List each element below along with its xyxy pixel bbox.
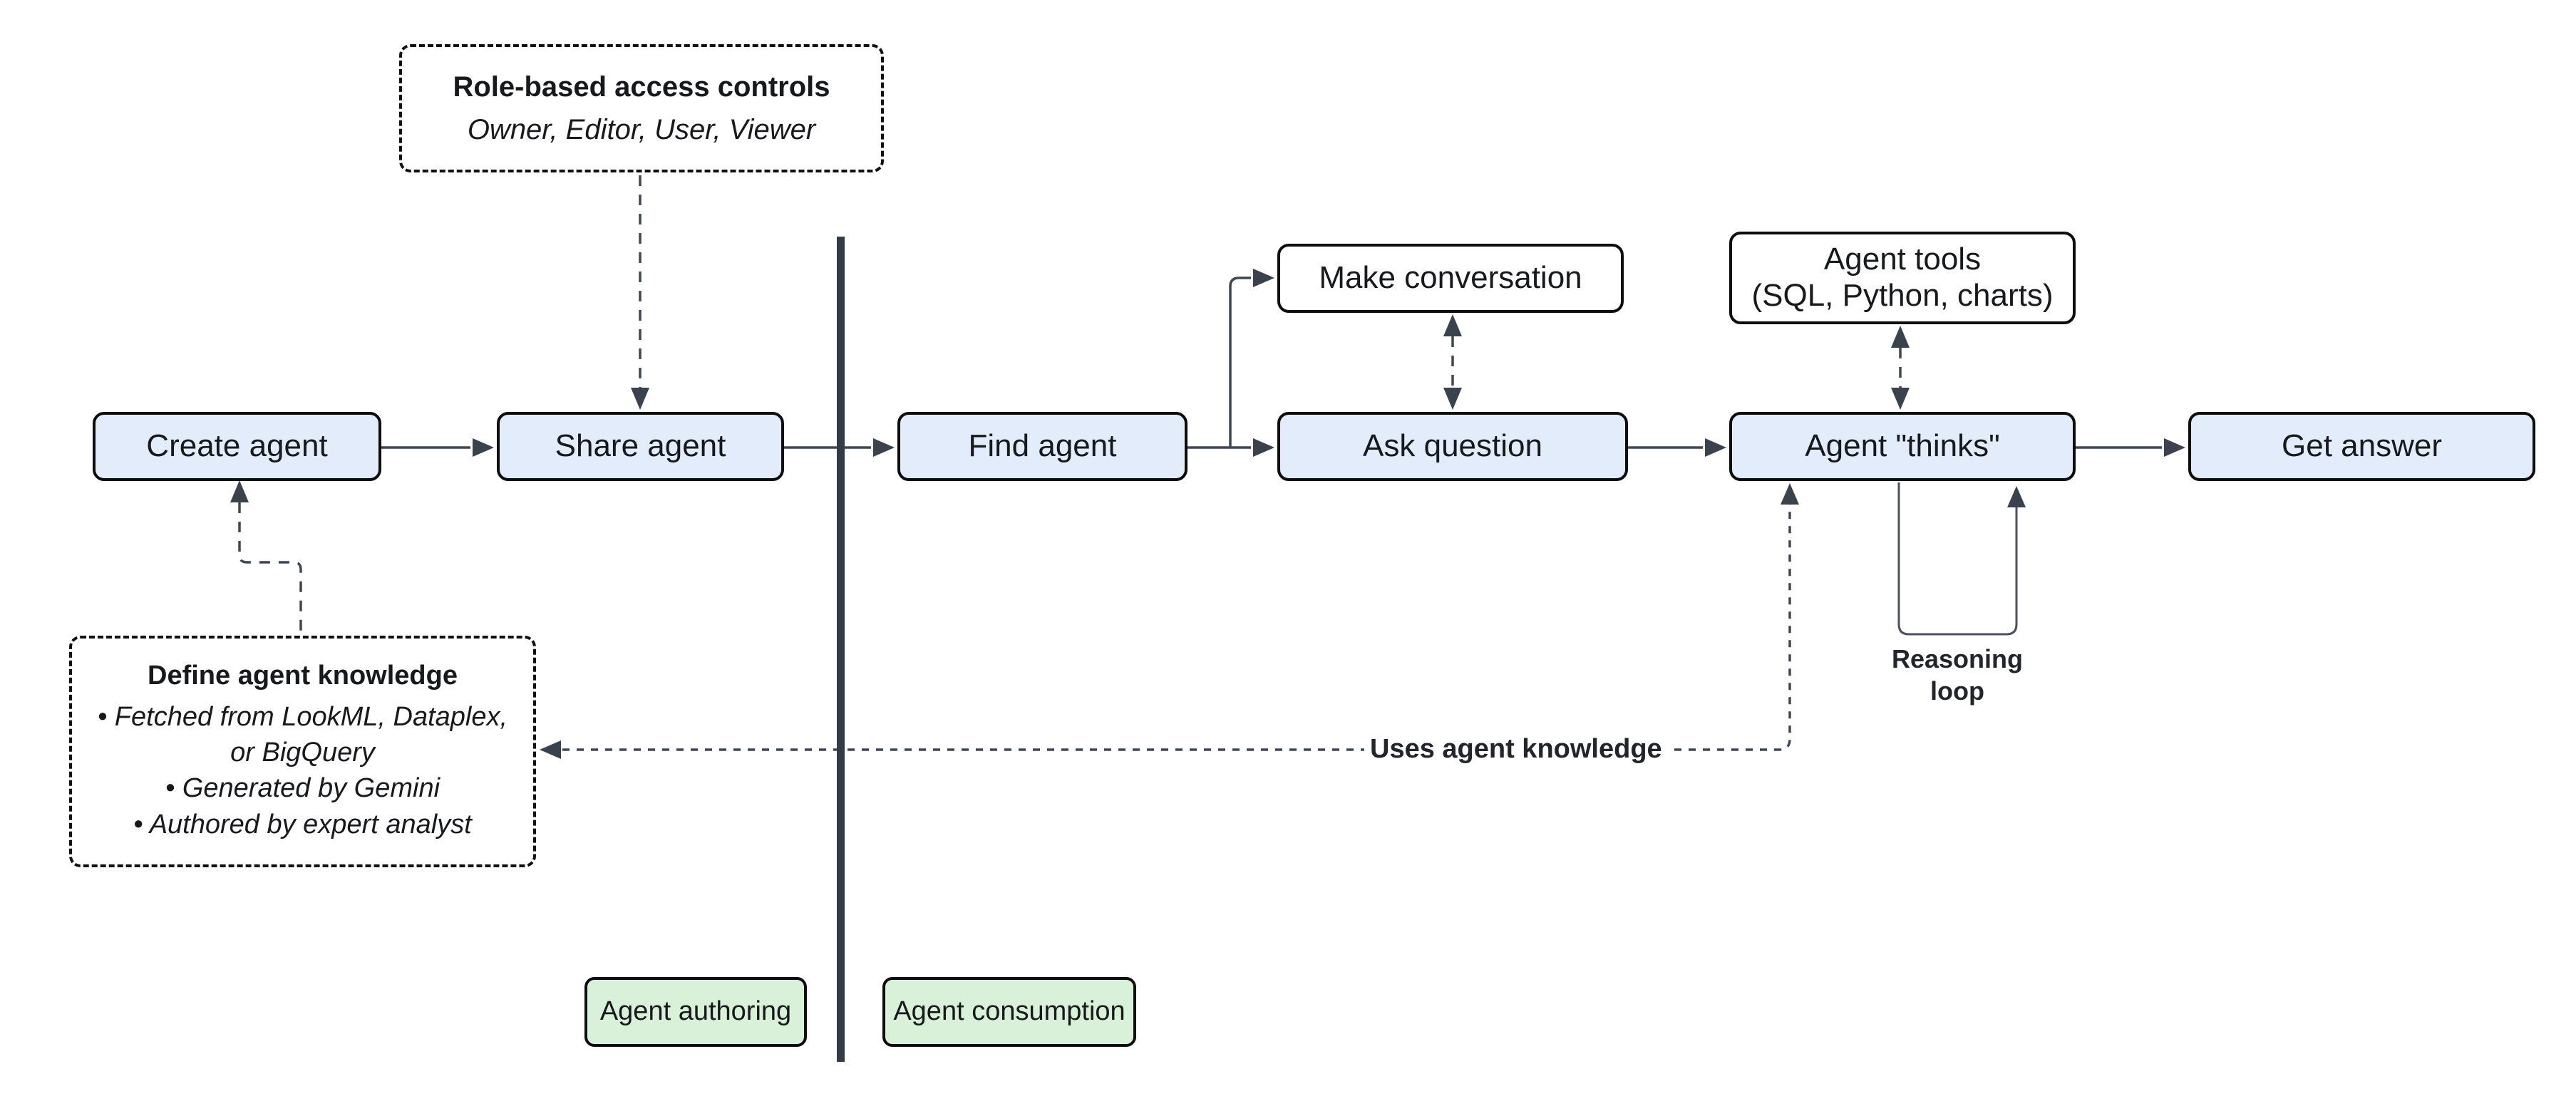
node-create-agent-label: Create agent xyxy=(146,428,328,464)
node-find-agent: Find agent xyxy=(897,412,1187,481)
node-share-agent: Share agent xyxy=(497,412,784,481)
reasoning-loop-line1: Reasoning xyxy=(1891,644,2024,673)
connector-thinks-to-get-answer xyxy=(2076,438,2185,457)
node-ask-question-label: Ask question xyxy=(1363,428,1542,464)
connector-knowledge-to-create xyxy=(230,480,302,636)
node-ask-question: Ask question xyxy=(1277,412,1628,481)
zone-agent-authoring-label: Agent authoring xyxy=(599,996,792,1027)
zone-agent-consumption: Agent consumption xyxy=(882,977,1136,1047)
node-agent-tools: Agent tools (SQL, Python, charts) xyxy=(1729,232,2076,324)
node-define-agent-knowledge: Define agent knowledge • Fetched from Lo… xyxy=(69,636,536,867)
node-agent-tools-line2: (SQL, Python, charts) xyxy=(1751,278,2054,313)
zone-agent-consumption-label: Agent consumption xyxy=(893,996,1125,1027)
node-role-based-access-controls: Role-based access controls Owner, Editor… xyxy=(399,44,884,172)
connector-create-to-share xyxy=(381,438,494,457)
uses-agent-knowledge-label: Uses agent knowledge xyxy=(1364,731,1668,768)
connector-find-to-make-conversation xyxy=(1229,269,1274,448)
node-agent-thinks-label: Agent "thinks" xyxy=(1805,428,2000,464)
rbac-title: Role-based access controls xyxy=(453,71,830,103)
rbac-roles: Owner, Editor, User, Viewer xyxy=(467,114,816,145)
node-find-agent-label: Find agent xyxy=(968,428,1117,464)
reasoning-loop-arrow xyxy=(1897,482,2026,636)
connector-rbac-to-share xyxy=(631,175,649,410)
node-get-answer-label: Get answer xyxy=(2282,428,2442,464)
connector-ask-to-thinks xyxy=(1628,438,1726,457)
node-share-agent-label: Share agent xyxy=(555,428,726,464)
node-make-conversation-label: Make conversation xyxy=(1319,260,1582,296)
define-knowledge-bullet: • Authored by expert analyst xyxy=(133,809,472,839)
connector-make-ask-bidirectional xyxy=(1443,314,1462,410)
connector-find-to-ask xyxy=(1187,438,1274,457)
define-knowledge-bullet: • Fetched from LookML, Dataplex, or BigQ… xyxy=(97,702,508,768)
stage-divider xyxy=(837,237,845,1062)
connector-tools-thinks-bidirectional xyxy=(1891,326,1910,410)
connector-share-to-find xyxy=(784,438,895,457)
reasoning-loop-label: Reasoning loop xyxy=(1850,643,2064,707)
connector-uses-agent-knowledge xyxy=(540,483,1799,759)
zone-agent-authoring: Agent authoring xyxy=(584,977,807,1047)
reasoning-loop-line2: loop xyxy=(1930,676,1984,706)
node-make-conversation: Make conversation xyxy=(1277,244,1624,313)
define-knowledge-title: Define agent knowledge xyxy=(148,661,458,691)
node-agent-tools-line1: Agent tools xyxy=(1823,242,1982,277)
node-get-answer: Get answer xyxy=(2188,412,2535,481)
node-agent-thinks: Agent "thinks" xyxy=(1729,412,2076,481)
define-knowledge-bullet: • Generated by Gemini xyxy=(165,773,441,804)
node-create-agent: Create agent xyxy=(93,412,381,481)
